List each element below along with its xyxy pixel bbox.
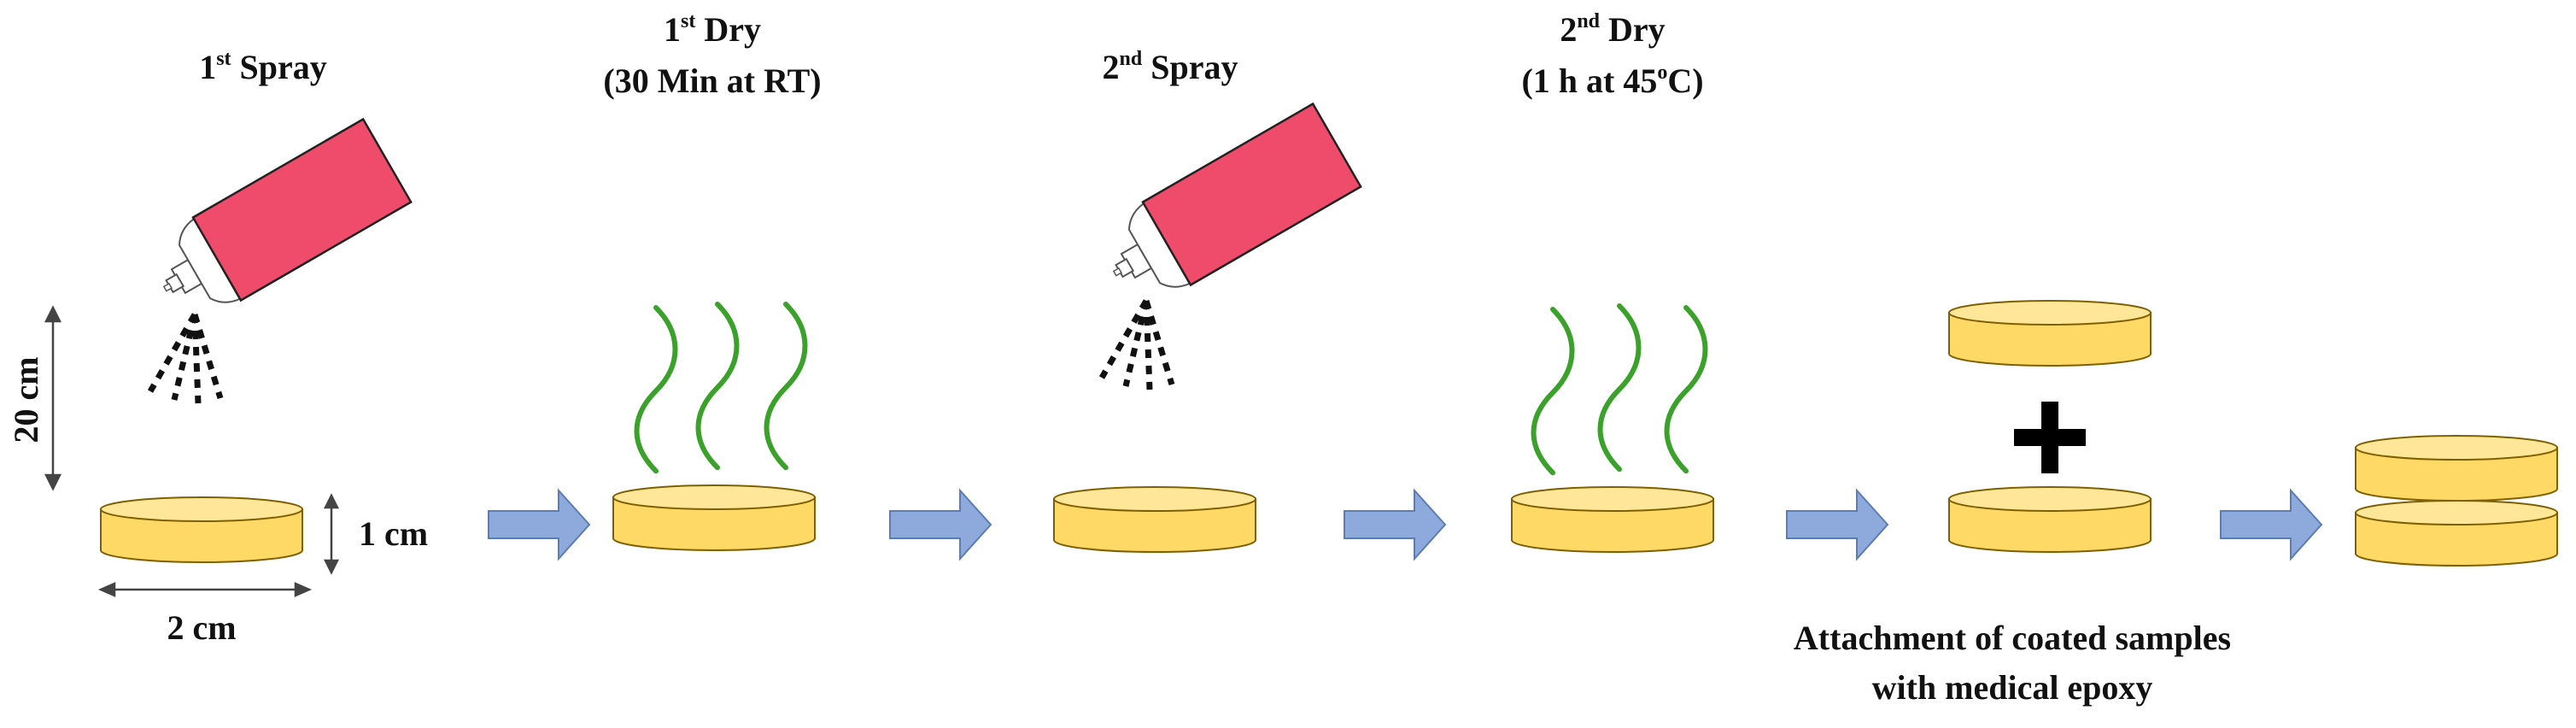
stacked-disc-upper bbox=[2355, 435, 2558, 502]
process-arrow-4 bbox=[1786, 490, 1888, 560]
attachment-caption-line2: with medical epoxy bbox=[1872, 668, 2153, 707]
step1-title: 1st Spray bbox=[199, 48, 327, 86]
plus-icon bbox=[2014, 402, 2086, 473]
step2-title: 1st Dry bbox=[664, 10, 761, 49]
sample-disc-top bbox=[1948, 300, 2152, 367]
spray-can-2-icon bbox=[1090, 103, 1362, 316]
steam-1-icon bbox=[637, 304, 805, 471]
process-arrow-2 bbox=[889, 490, 992, 560]
step2-subtitle: (30 Min at RT) bbox=[603, 62, 821, 100]
sample-disc-2 bbox=[612, 484, 816, 551]
step3-title: 2nd Spray bbox=[1103, 48, 1238, 86]
height-dimension-arrow bbox=[44, 305, 62, 491]
spray-mist-2-icon bbox=[1102, 301, 1172, 390]
steam-2-icon bbox=[1534, 306, 1706, 473]
process-arrow-1 bbox=[488, 490, 590, 560]
sample-disc-bottom bbox=[1948, 486, 2152, 553]
process-arrow-5 bbox=[2220, 490, 2322, 560]
step4-title: 2nd Dry bbox=[1560, 10, 1665, 49]
stacked-disc-lower bbox=[2355, 500, 2558, 567]
sample-disc-1 bbox=[100, 496, 303, 563]
sample-disc-4 bbox=[1511, 486, 1714, 553]
attachment-caption-line1: Attachment of coated samples bbox=[1794, 619, 2231, 657]
process-arrow-3 bbox=[1344, 490, 1446, 560]
sample-disc-3 bbox=[1053, 486, 1256, 553]
spray-can-1-icon bbox=[140, 118, 413, 332]
thickness-dimension-label: 1 cm bbox=[359, 514, 428, 553]
width-dimension-label: 2 cm bbox=[167, 608, 236, 647]
thickness-dimension-arrow bbox=[323, 493, 340, 575]
step4-subtitle: (1 h at 45oC) bbox=[1521, 62, 1703, 100]
height-dimension-label: 20 cm bbox=[7, 356, 45, 443]
width-dimension-arrow bbox=[97, 582, 313, 597]
spray-mist-1-icon bbox=[150, 314, 220, 403]
